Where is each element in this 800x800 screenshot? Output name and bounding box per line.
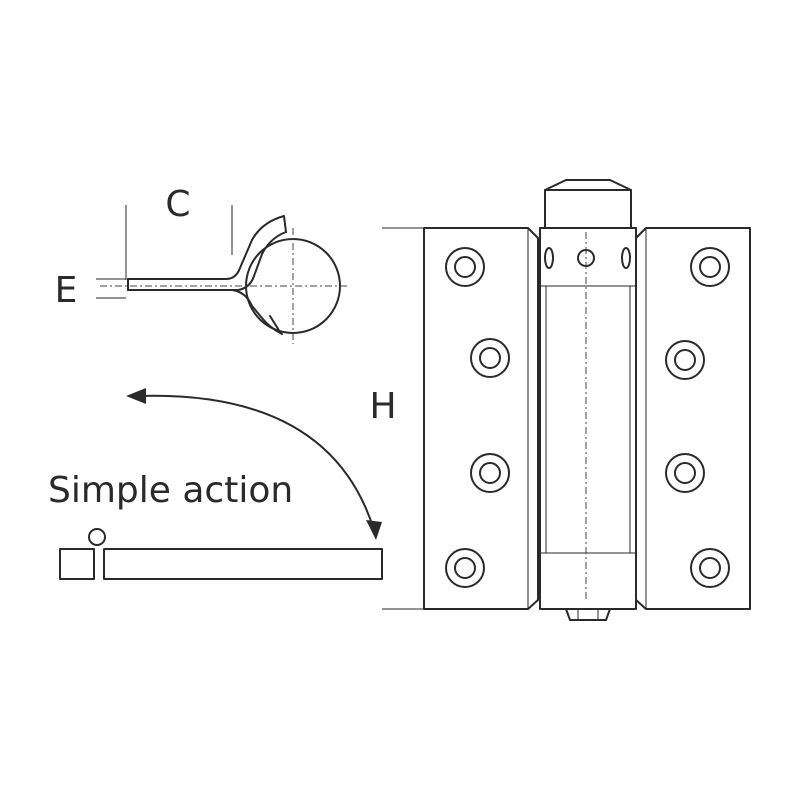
left-leaf xyxy=(423,227,539,610)
tension-hole-right-icon xyxy=(621,247,631,269)
tension-hole-left-icon xyxy=(544,247,554,269)
dimension-label-c: C xyxy=(165,184,190,225)
screw-hole-icon xyxy=(665,340,705,380)
leaf-tip xyxy=(283,215,287,233)
screw-hole-icon xyxy=(470,453,510,493)
dimension-label-e: E xyxy=(55,270,78,311)
simple-action-schematic: Simple action xyxy=(48,388,383,580)
pivot-point xyxy=(88,528,106,546)
swing-arc xyxy=(137,394,375,531)
frame-block xyxy=(59,548,95,580)
leaf-lower-wrap xyxy=(127,289,283,335)
top-cap xyxy=(544,189,632,229)
screw-hole-icon xyxy=(470,338,510,378)
leaf-outer-edge xyxy=(127,215,285,280)
door-leaf-bar xyxy=(103,548,383,580)
screw-hole-icon xyxy=(690,247,730,287)
screw-hole-icon xyxy=(445,247,485,287)
screw-hole-icon xyxy=(445,548,485,588)
arrowhead-left-icon xyxy=(126,388,146,404)
barrel-body xyxy=(539,227,637,610)
simple-action-caption: Simple action xyxy=(48,470,293,511)
bottom-adjuster xyxy=(565,608,611,621)
leaf-inner-edge xyxy=(127,231,287,291)
leaf-lower-tip xyxy=(269,315,281,333)
right-leaf xyxy=(635,227,751,610)
hinge-front-view: H xyxy=(369,179,751,621)
top-cap-bevel xyxy=(544,179,632,191)
screw-hole-icon xyxy=(665,453,705,493)
hinge-cross-section: C E xyxy=(55,184,348,344)
screw-hole-icon xyxy=(690,548,730,588)
dimension-label-h: H xyxy=(369,386,396,427)
arrowhead-down-icon xyxy=(366,520,382,540)
